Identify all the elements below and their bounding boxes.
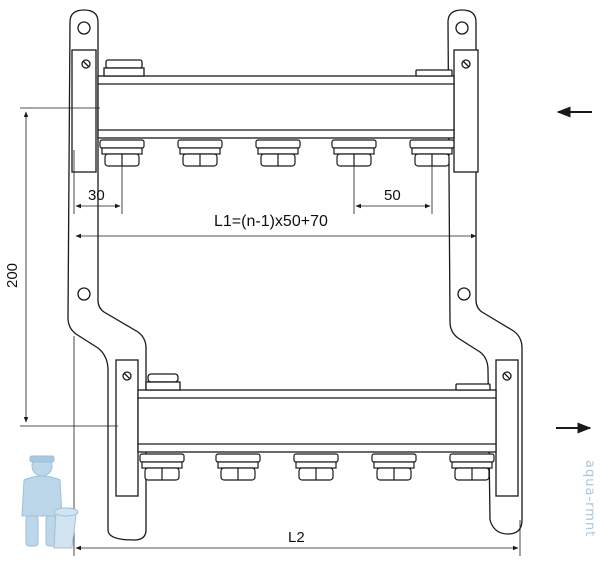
bottom-vent-cap-left <box>145 373 181 391</box>
top-clamp-left <box>71 49 97 173</box>
watermark-text: aqua-rmnt <box>582 460 597 537</box>
l2-dim-label: L2 <box>288 529 305 546</box>
top-outlet-fitting-4 <box>331 139 377 167</box>
bottom-outlet-fitting-3 <box>293 453 339 481</box>
offset-dim-label: 30 <box>88 187 105 204</box>
bottom-manifold-bar <box>137 389 497 453</box>
top-outlet-fitting-5 <box>409 139 455 167</box>
left-bracket <box>67 9 147 541</box>
bracket-hole-right-mid <box>457 287 471 301</box>
height-dim-label: 200 <box>4 263 21 288</box>
bracket-hole-right-top <box>455 21 469 35</box>
bottom-outlet-fitting-4 <box>371 453 417 481</box>
top-manifold-bar <box>97 75 455 139</box>
top-outlet-fitting-3 <box>255 139 301 167</box>
plumber-mascot-logo <box>21 455 79 549</box>
right-bracket <box>447 9 523 535</box>
top-outlet-fitting-2 <box>177 139 223 167</box>
bracket-hole-left-mid <box>77 287 91 301</box>
bottom-outlet-fitting-2 <box>215 453 261 481</box>
top-vent-cap-right <box>415 69 453 77</box>
bottom-outlet-fittings <box>139 453 495 481</box>
bottom-vent-cap-right <box>455 383 491 391</box>
l1-formula-label: L1=(n-1)x50+70 <box>214 213 328 230</box>
bottom-outlet-fitting-1 <box>139 453 185 481</box>
top-outlet-fittings <box>99 139 455 167</box>
top-vent-cap-left <box>103 59 145 77</box>
pitch-dim-label: 50 <box>384 187 401 204</box>
bracket-hole-left-top <box>77 21 91 35</box>
top-outlet-fitting-1 <box>99 139 145 167</box>
bottom-outlet-fitting-5 <box>449 453 495 481</box>
